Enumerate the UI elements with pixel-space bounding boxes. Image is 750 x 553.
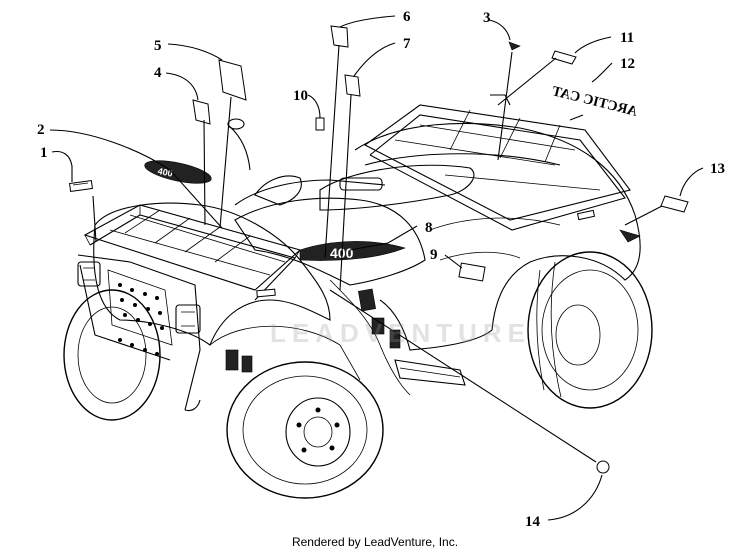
- decal-11: [551, 50, 577, 65]
- rear-wheel: [527, 251, 653, 409]
- front-bumper: [77, 254, 201, 412]
- decal-14: [596, 460, 610, 474]
- front-right-wheel: [226, 361, 384, 499]
- decal-3: [508, 41, 521, 51]
- callout-8: 8: [425, 220, 433, 236]
- callout-numbers: 1 2 3 4 5 6 7 8 9 10 11 12 13 14: [37, 9, 725, 530]
- front-rack: [83, 204, 302, 301]
- decal-1: [68, 179, 94, 193]
- callout-3: 3: [483, 10, 491, 26]
- leader-lines: [49, 15, 704, 521]
- callout-12: 12: [620, 56, 635, 72]
- decal-2: [144, 160, 212, 184]
- decal-13: [660, 195, 689, 213]
- grille-pattern: [118, 283, 164, 356]
- credit-line: Rendered by LeadVenture, Inc.: [291, 535, 459, 549]
- callout-9: 9: [430, 247, 438, 263]
- callout-1: 1: [40, 145, 48, 161]
- rear-rack: [363, 94, 631, 231]
- decal-6: [330, 25, 349, 48]
- decal-4: [192, 99, 211, 125]
- decal-5: [218, 59, 247, 101]
- callout-6: 6: [403, 9, 411, 25]
- watermark: LEADVENTURE: [270, 318, 532, 348]
- front-left-wheel: [63, 289, 161, 421]
- decal-7: [344, 74, 361, 97]
- callout-11: 11: [620, 30, 634, 46]
- tail-light: [619, 229, 641, 243]
- callout-13: 13: [710, 161, 725, 177]
- decal-9: [458, 262, 486, 282]
- svg-text:400: 400: [157, 166, 174, 179]
- decal-10: [315, 117, 325, 131]
- callout-10: 10: [293, 88, 308, 104]
- callout-14: 14: [525, 514, 541, 530]
- arctic-cat-decal: ARCTIC CAT: [550, 84, 639, 120]
- callout-5: 5: [154, 38, 162, 54]
- callout-7: 7: [403, 36, 411, 52]
- callout-2: 2: [37, 122, 45, 138]
- callout-4: 4: [154, 65, 162, 81]
